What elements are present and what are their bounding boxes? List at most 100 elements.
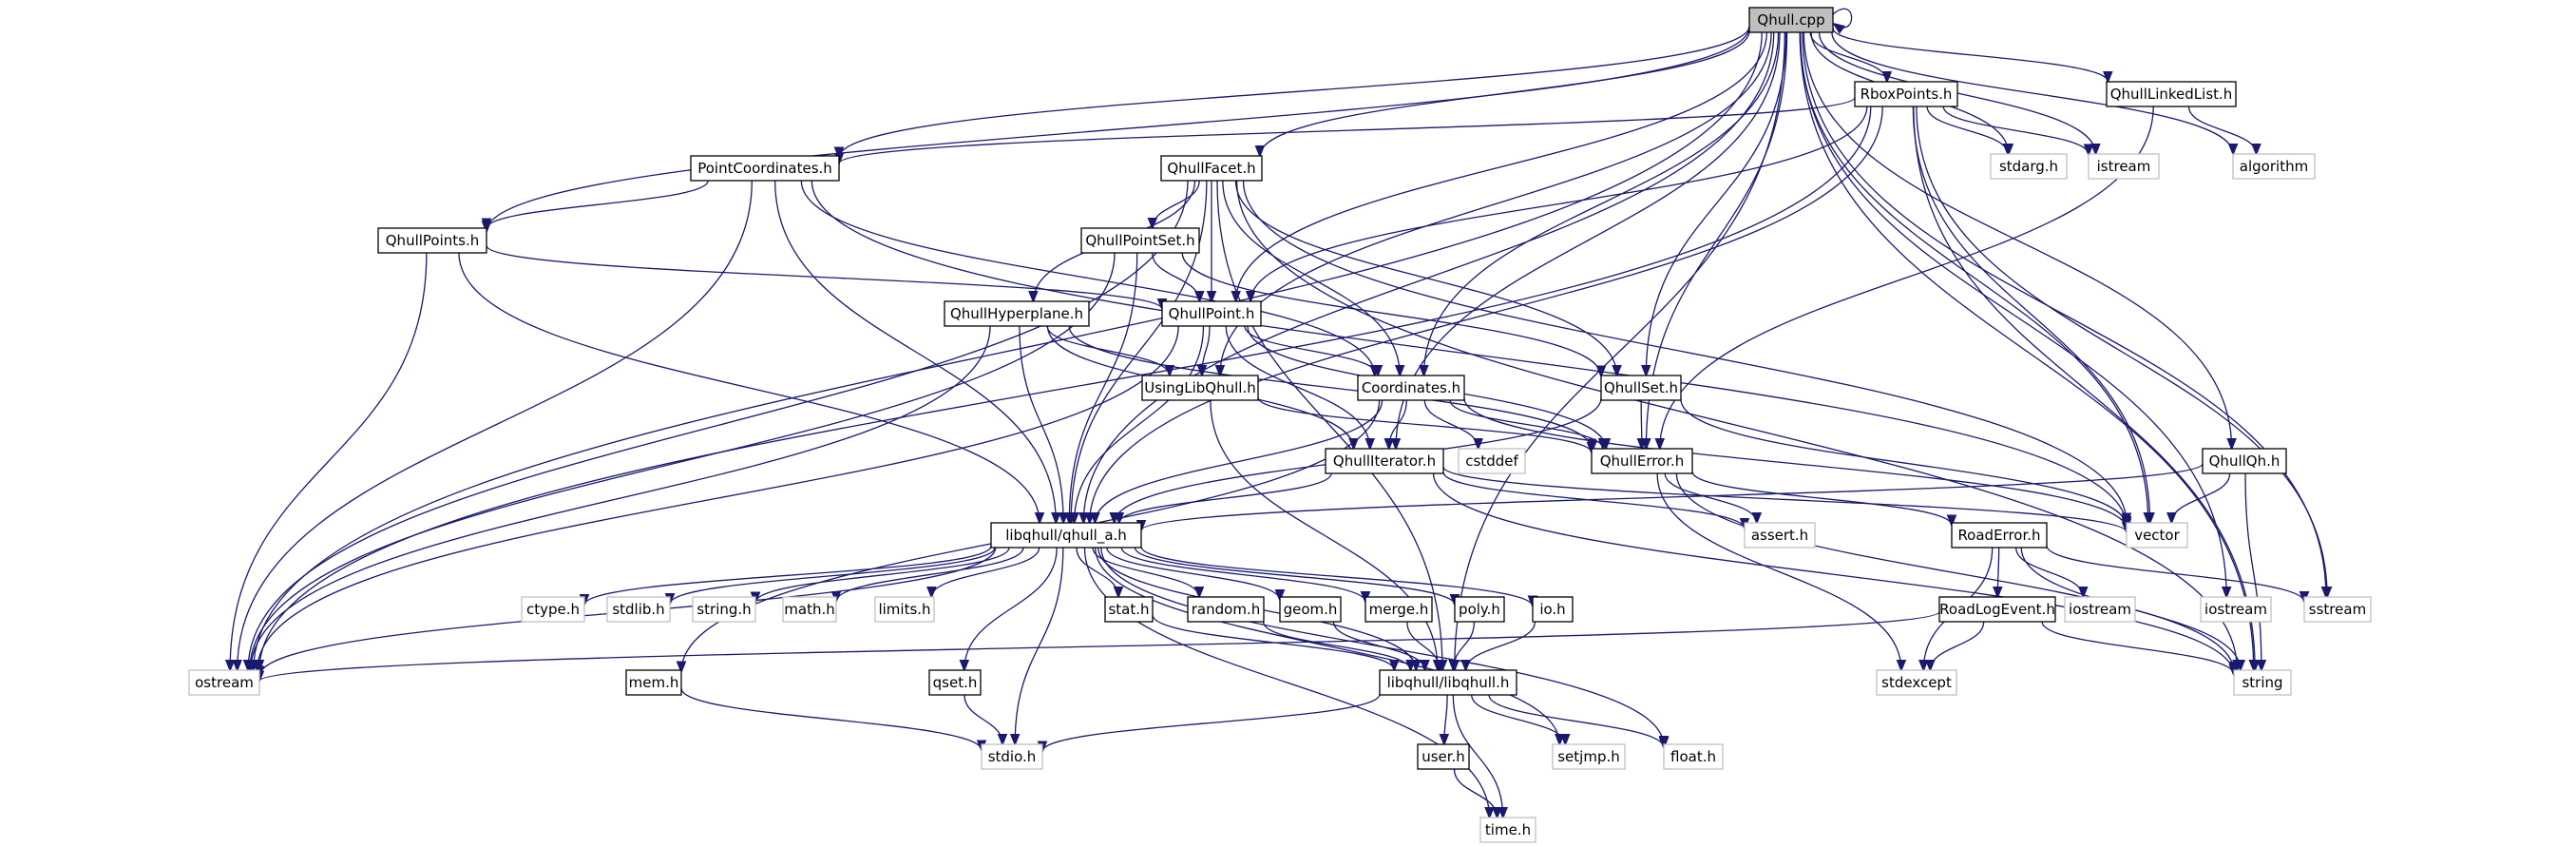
node-label: QhullHyperplane.h (950, 305, 1083, 322)
edge-rboxpoints_h-to-ostream (259, 106, 1872, 670)
node-qhulllinkedlist-h[interactable]: QhullLinkedList.h (2106, 81, 2237, 107)
node-label: random.h (1192, 601, 1260, 618)
edge-libqhull_libqhull_h-to-time_h (1452, 694, 1502, 818)
node-box (1876, 669, 1957, 696)
node-box (1454, 596, 1505, 623)
node-pointcoordinates-h[interactable]: PointCoordinates.h (690, 155, 840, 182)
node-box (1990, 153, 2068, 180)
node-box (874, 596, 935, 623)
edge-qhullset_h-to-qhullerror_h (1641, 399, 1642, 449)
node-qhullpoint-h[interactable]: QhullPoint.h (1161, 300, 1262, 327)
node-string: string (2233, 669, 2292, 696)
edge-coordinates_h-to-vector (1463, 398, 2127, 529)
node-label: io.h (1539, 601, 1565, 618)
edge-qhulliterator_h-to-vector (1442, 466, 2127, 532)
node-box (1591, 448, 1693, 474)
node-box (1160, 155, 1263, 182)
node-libqhull-qhull-a-h[interactable]: libqhull/qhull_a.h (990, 522, 1142, 549)
edge-libqhull_libqhull_h-to-user_h (1444, 694, 1447, 744)
node-random-h[interactable]: random.h (1187, 596, 1265, 623)
edge-qhullfacet_h-to-coordinates_h (1222, 180, 1400, 375)
node-poly-h[interactable]: poly.h (1454, 596, 1505, 623)
node-label: mem.h (629, 674, 679, 691)
edge-qhull_cpp-to-qhullpoint_h (1236, 31, 1767, 301)
node-qhullerror-h[interactable]: QhullError.h (1591, 448, 1693, 474)
node-qhullfacet-h[interactable]: QhullFacet.h (1160, 155, 1263, 182)
node-qhull-cpp[interactable]: Qhull.cpp (1748, 7, 1834, 33)
node-label: stdlib.h (612, 601, 664, 618)
edge-qhullpoint_h-to-libqhull_qhull_a_h (1075, 325, 1205, 523)
edge-rboxpoints_h-to-vector (1912, 106, 2149, 523)
node-qhullqh-h[interactable]: QhullQh.h (2202, 448, 2287, 474)
node-roaderror-h[interactable]: RoadError.h (1951, 522, 2048, 549)
edge-rboxpoints_h-to-qhullpoint_h (1250, 106, 1868, 301)
edge-qhullset_h-to-vector (1680, 398, 2127, 527)
edge-qhullfacet_h-to-qhullset_h (1234, 180, 1616, 375)
node-box (1325, 448, 1444, 474)
edge-qhulliterator_h-to-assert_h (1442, 472, 1745, 529)
node-qhulliterator-h[interactable]: QhullIterator.h (1325, 448, 1444, 474)
node-box (606, 596, 671, 623)
edge-coordinates_h-to-qhulliterator_h (1389, 399, 1407, 449)
node-qset-h[interactable]: qset.h (928, 669, 982, 696)
node-box (1458, 448, 1526, 474)
node-rboxpoints-h[interactable]: RboxPoints.h (1854, 81, 1958, 107)
edge-roaderror_h-to-roadlogevent_h (1997, 547, 1998, 597)
node-label: assert.h (1751, 527, 1808, 544)
edge-libqhull_libqhull_h-to-setjmp_h (1471, 694, 1566, 744)
edge-qhull_cpp-to-string (1799, 31, 2253, 670)
edge-qhullpointset_h-to-ostream (250, 252, 1116, 670)
node-libqhull-libqhull-h[interactable]: libqhull/libqhull.h (1379, 669, 1517, 696)
node-label: iostream (2204, 601, 2267, 618)
edge-qhullfacet_h-to-ostream (248, 180, 1189, 670)
edge-qhull_cpp-to-qhulllinkedlist_h (1832, 28, 2108, 82)
edge-qhull_cpp-to-sstream (1802, 31, 2326, 597)
node-algorithm: algorithm (2232, 153, 2316, 180)
edge-merge_h-to-libqhull_libqhull_h (1406, 621, 1440, 670)
node-qhullset-h[interactable]: QhullSet.h (1600, 375, 1682, 401)
node-label: QhullPoint.h (1169, 305, 1255, 322)
node-assert-h: assert.h (1744, 522, 1816, 549)
node-roadlogevent-h[interactable]: RoadLogEvent.h (1938, 596, 2056, 623)
node-user-h[interactable]: user.h (1417, 743, 1470, 770)
node-geom-h[interactable]: geom.h (1279, 596, 1342, 623)
edge-qhullpoints_h-to-ostream (230, 252, 428, 670)
edge-mem_h-to-stdio_h (680, 687, 982, 750)
node-usinglibqhull-h[interactable]: UsingLibQhull.h (1141, 375, 1259, 401)
edge-qhullqh_h-to-vector (2171, 472, 2231, 523)
node-label: limits.h (878, 601, 930, 618)
edge-qhull_cpp-to-qhullqh_h (1803, 31, 2231, 449)
edge-qset_h-to-stdio_h (964, 694, 1002, 744)
node-stat-h[interactable]: stat.h (1104, 596, 1154, 623)
edge-coordinates_h-to-cstddef (1423, 399, 1478, 449)
node-qhullpoints-h[interactable]: QhullPoints.h (377, 227, 487, 254)
node-box (1552, 743, 1626, 770)
edge-qhullpointset_h-to-qhullset_h (1181, 252, 1601, 376)
node-box (2064, 596, 2136, 623)
edge-qhullhyperplane_h-to-qhullerror_h (1068, 325, 1592, 450)
node-label: ctype.h (526, 601, 580, 618)
node-coordinates-h[interactable]: Coordinates.h (1357, 375, 1465, 401)
edge-roadlogevent_h-to-ostream (259, 610, 1940, 682)
node-mem-h[interactable]: mem.h (625, 669, 682, 696)
node-label: libqhull/libqhull.h (1387, 674, 1510, 691)
node-label: time.h (1485, 821, 1531, 838)
node-qhullhyperplane-h[interactable]: QhullHyperplane.h (944, 300, 1090, 327)
edge-qhull_cpp-to-pointcoordinates_h (839, 26, 1750, 157)
node-io-h[interactable]: io.h (1532, 596, 1574, 623)
node-label: libqhull/qhull_a.h (1005, 527, 1127, 545)
node-qhullpointset-h[interactable]: QhullPointSet.h (1080, 227, 1200, 254)
node-box (944, 300, 1090, 327)
node-label: stdio.h (988, 748, 1037, 765)
edge-rboxpoints_h-to-istream (1942, 106, 2089, 155)
node-math-h: math.h (782, 596, 837, 623)
edge-libqhull_qhull_a_h-to-stdio_h (1015, 547, 1064, 744)
node-box (1364, 596, 1433, 623)
edge-qhullqh_h-to-libqhull_qhull_a_h (1141, 463, 2204, 530)
edge-qhullerror_h-to-string (1675, 472, 2234, 672)
node-box (1479, 817, 1536, 843)
node-merge-h[interactable]: merge.h (1364, 596, 1433, 623)
edge-qhull_cpp-to-coordinates_h (1423, 31, 1780, 375)
node-istream: istream (2088, 153, 2160, 180)
edges-layer (230, 8, 2327, 818)
